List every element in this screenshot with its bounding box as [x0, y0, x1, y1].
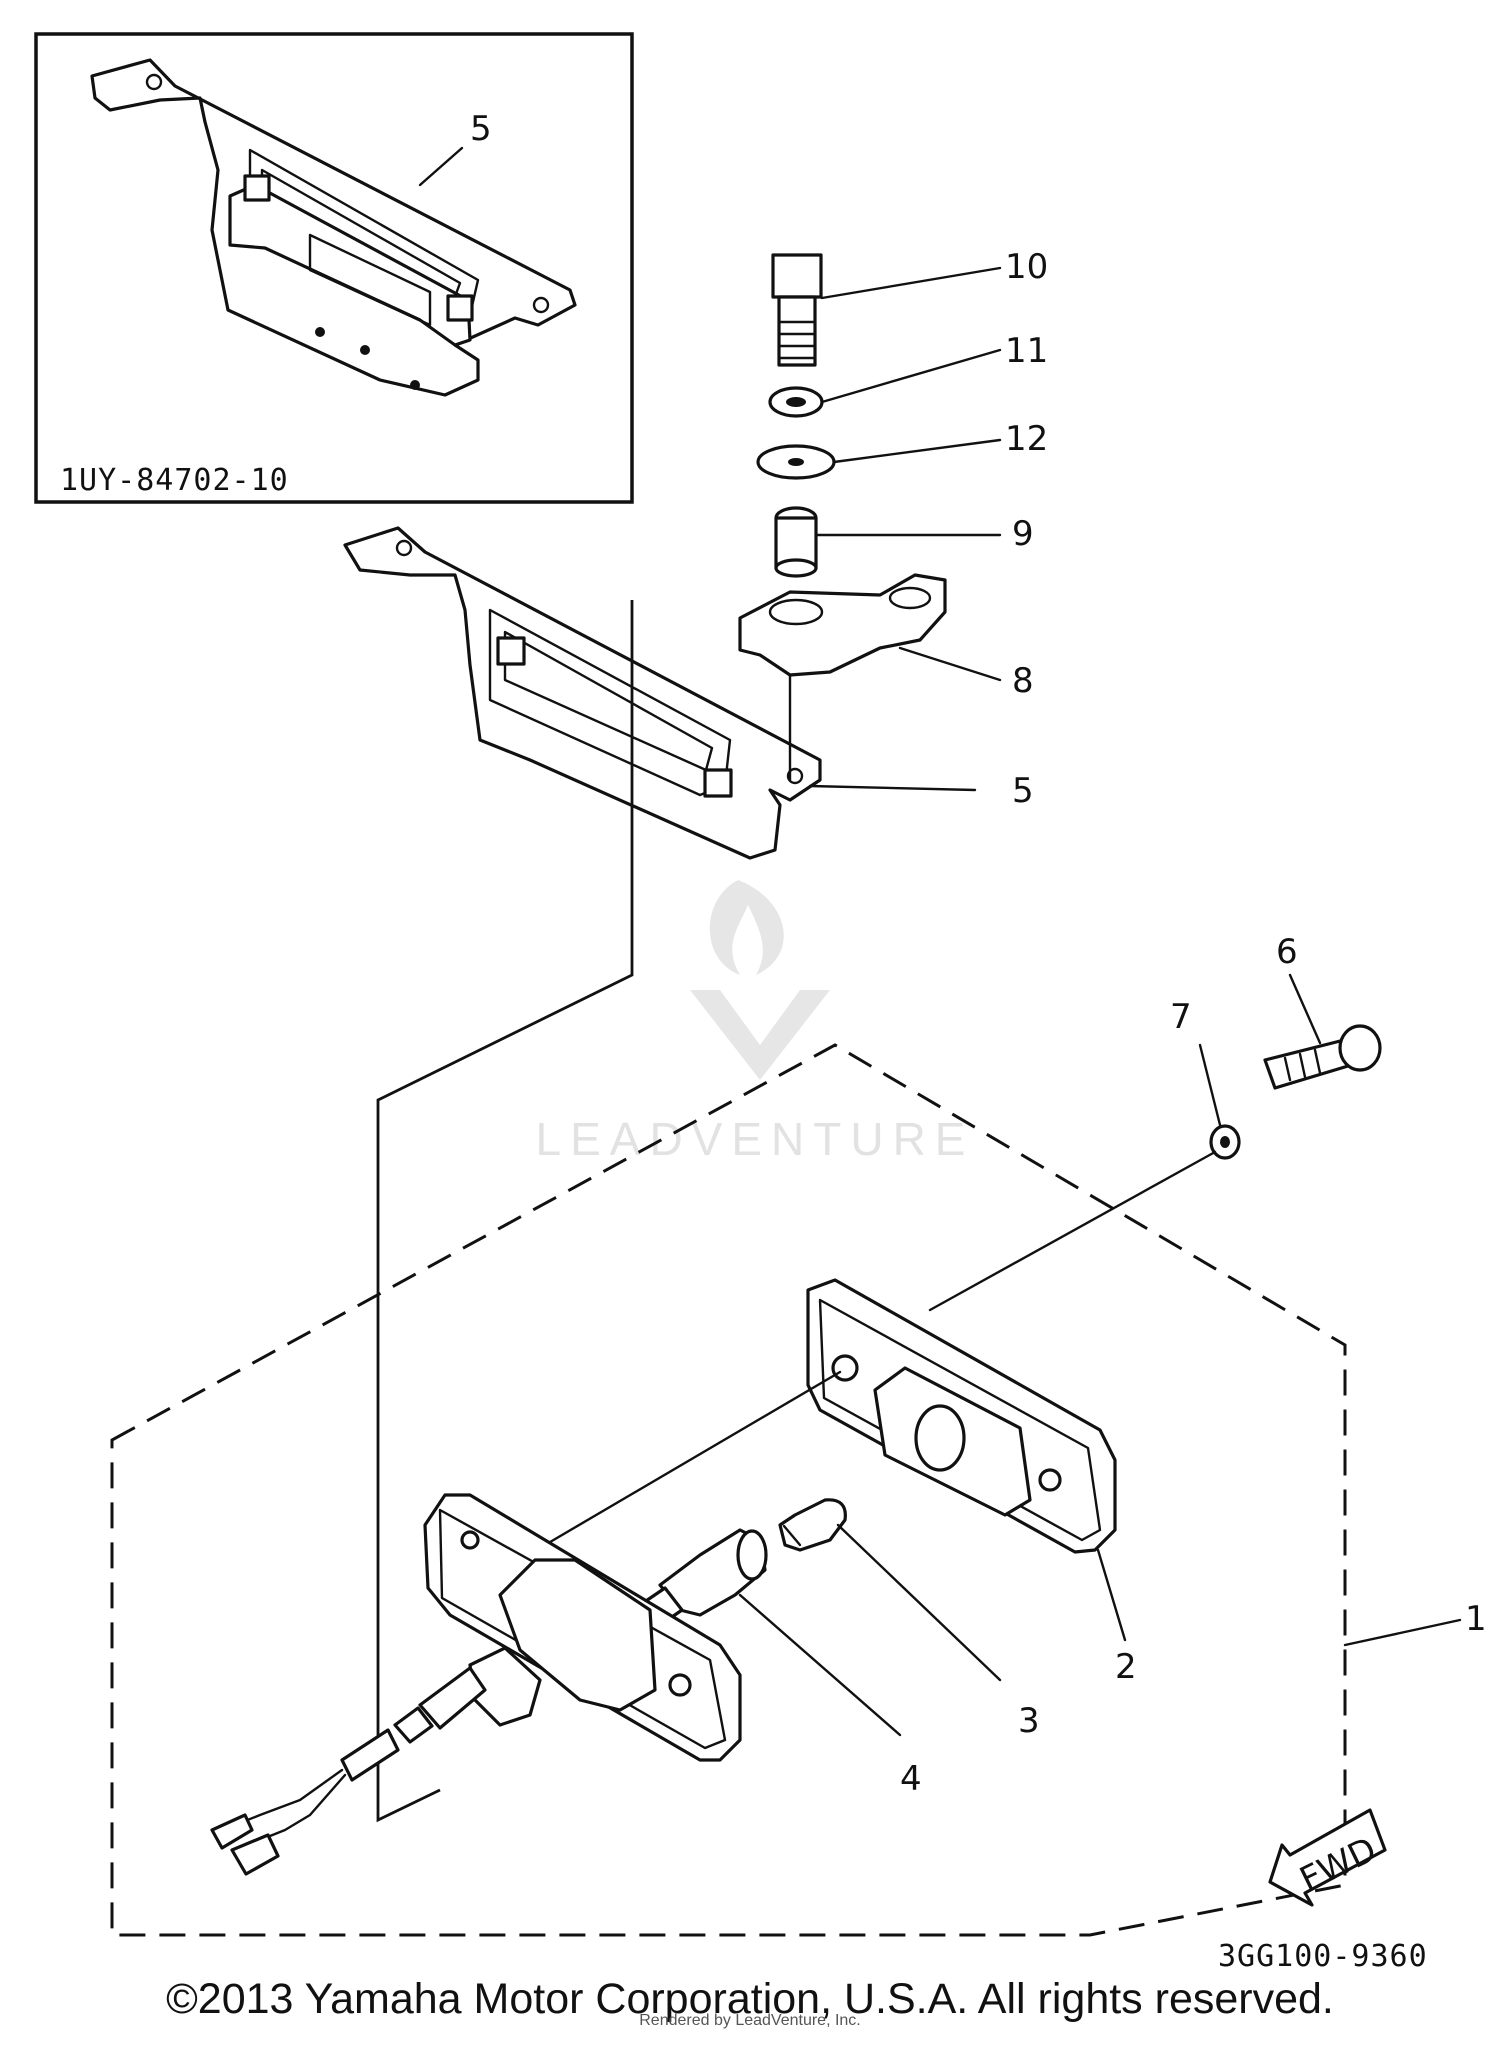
leadventure-watermark: LEADVENTURE — [536, 880, 975, 1165]
callout-5: 5 — [1012, 771, 1034, 811]
washer-part-12: 12 — [756, 419, 1048, 480]
callout-10: 10 — [1005, 247, 1048, 287]
callout-8: 8 — [1012, 661, 1034, 701]
diagram-code: 3GG100-9360 — [1218, 1939, 1428, 1974]
rendered-by-note: Rendered by LeadVenture, Inc. — [639, 2012, 861, 2029]
callout-group-1: 1 — [1343, 1599, 1487, 1647]
bulb-part-3: 3 — [778, 1498, 1040, 1741]
screw-part-6: 6 — [1263, 932, 1382, 1090]
watermark-text: LEADVENTURE — [536, 1113, 975, 1165]
bracket-part-5: 5 — [343, 526, 1034, 860]
callout-inset-5: 5 — [470, 109, 492, 149]
assembly-line — [376, 600, 634, 1823]
callout-11: 11 — [1005, 331, 1048, 371]
bolt-part-10: 10 — [771, 247, 1048, 367]
callout-4: 4 — [900, 1759, 922, 1799]
fwd-arrow-icon: FWD — [1268, 1808, 1387, 1907]
callout-6: 6 — [1276, 932, 1298, 972]
inset-box: 5 1UY-84702-10 — [34, 32, 634, 504]
callout-1: 1 — [1465, 1599, 1487, 1639]
callout-3: 3 — [1018, 1701, 1040, 1741]
copyright-notice: ©2013 Yamaha Motor Corporation, U.S.A. A… — [166, 1975, 1334, 2023]
lens-part-2: 2 — [543, 1278, 1137, 1687]
callout-2: 2 — [1115, 1647, 1137, 1687]
assembly-outline-part-1 — [110, 1043, 1347, 1937]
collar-part-9: 9 — [774, 506, 1034, 578]
holder-part-8: 8 — [738, 573, 1034, 782]
callout-12: 12 — [1005, 419, 1048, 459]
inset-part-code: 1UY-84702-10 — [60, 463, 289, 498]
lock-washer-part-11: 11 — [768, 331, 1048, 418]
callout-9: 9 — [1012, 514, 1034, 554]
nut-part-7: 7 — [928, 997, 1241, 1312]
callout-7: 7 — [1170, 997, 1192, 1037]
lamp-base — [210, 1493, 742, 1876]
